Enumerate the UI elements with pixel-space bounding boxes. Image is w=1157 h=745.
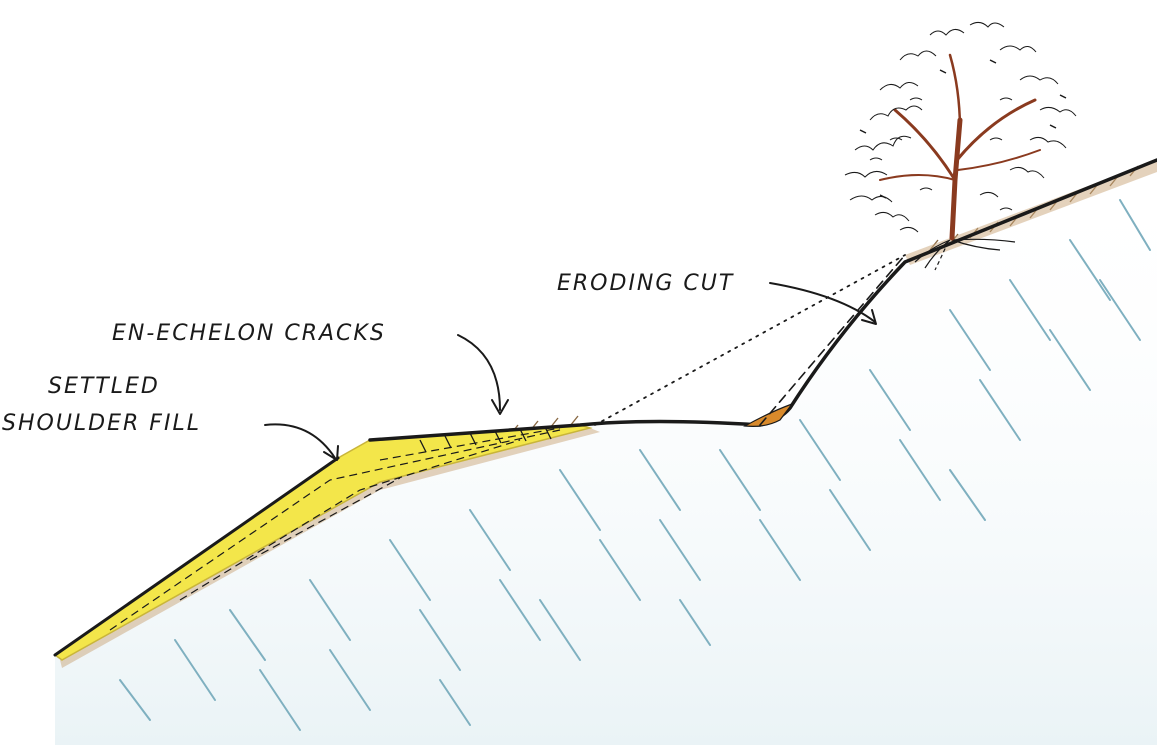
en-echelon-cracks-label: EN-ECHELON CRACKS [112, 321, 386, 346]
hillside-bedrock [55, 160, 1157, 745]
tree-trunk [880, 55, 1040, 238]
shoulder-fill-label: SHOULDER FILL [2, 411, 201, 436]
eroding-cut-label: ERODING CUT [557, 271, 734, 296]
en-echelon-arrow [458, 335, 500, 410]
settled-label: SETTLED [48, 374, 160, 399]
